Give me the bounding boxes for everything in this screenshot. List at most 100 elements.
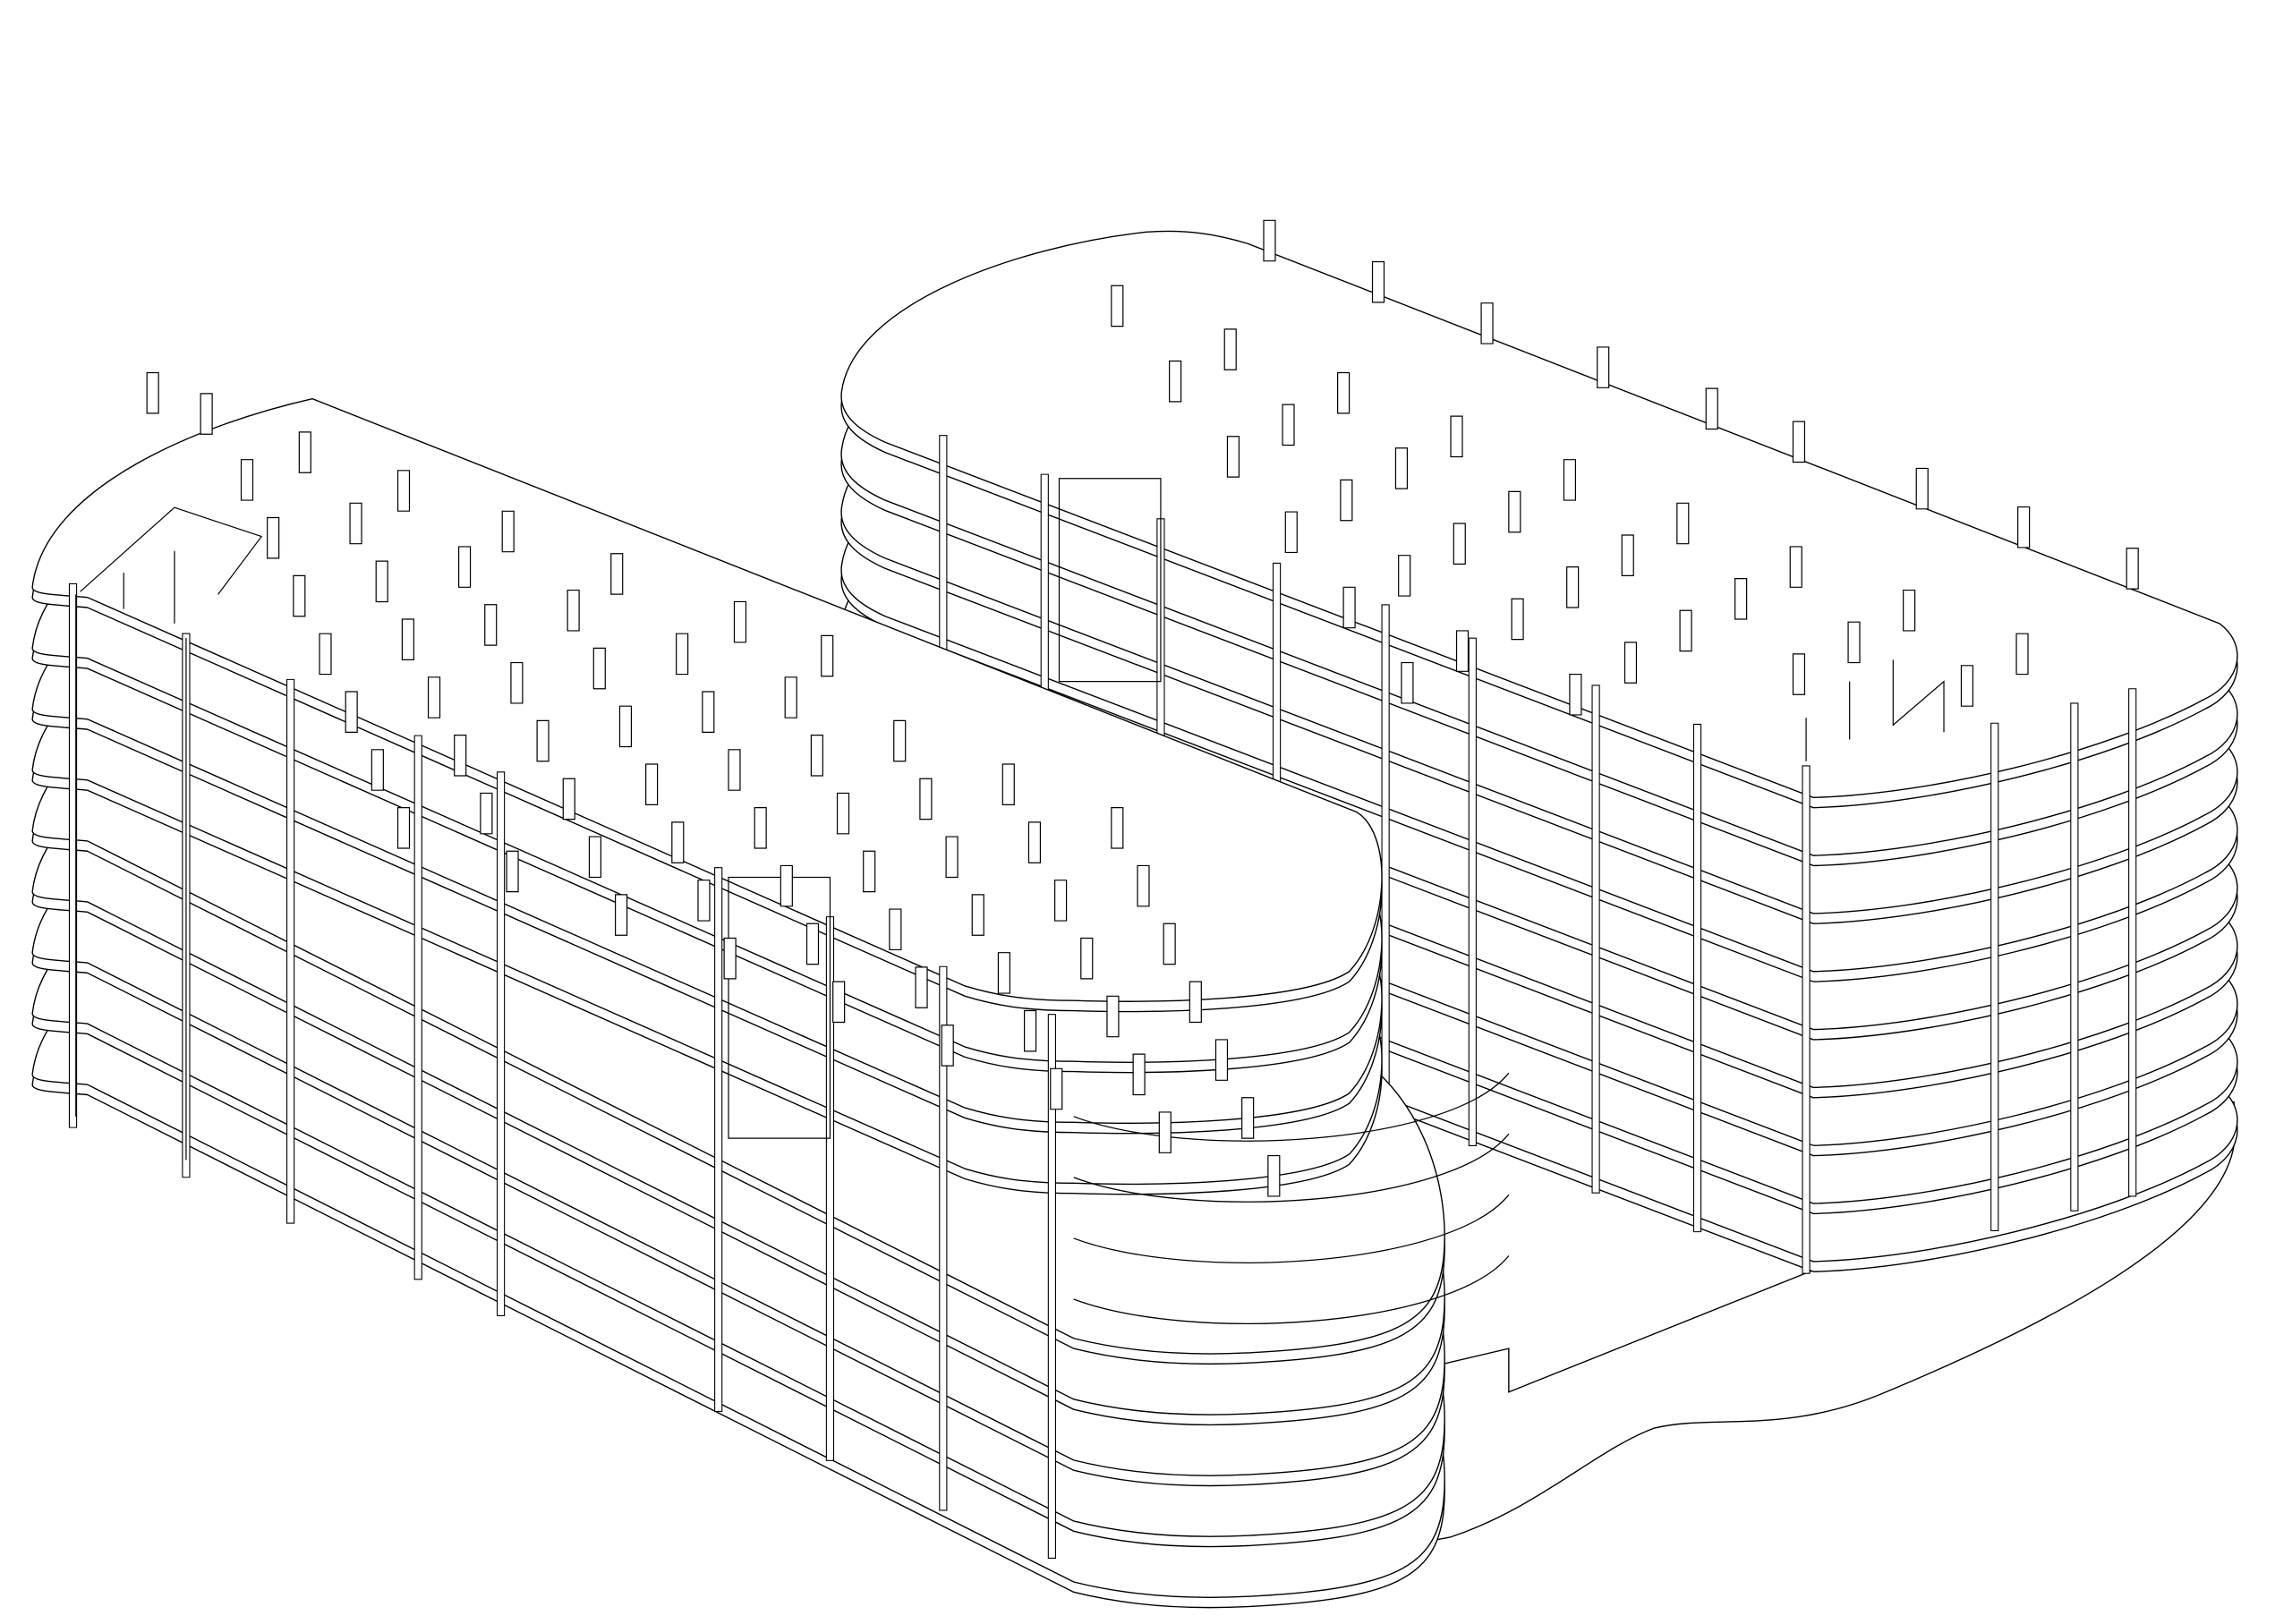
column-shaft xyxy=(414,735,422,1280)
column xyxy=(1693,724,1700,1231)
roof-column-stub xyxy=(942,1025,953,1066)
column-shaft xyxy=(1048,1015,1055,1559)
roof-column-stub xyxy=(1961,666,1973,706)
roof-column-stub xyxy=(646,764,658,804)
roof-column-stub xyxy=(1264,220,1275,260)
roof-column-stub xyxy=(1509,491,1521,531)
roof-column-stub xyxy=(1055,880,1067,921)
column-shaft xyxy=(498,772,505,1316)
lower-slab-edge xyxy=(1074,1195,1509,1263)
roof-column-stub xyxy=(1598,347,1609,387)
column-shaft xyxy=(287,679,294,1223)
roof-column-stub xyxy=(864,851,875,891)
column xyxy=(69,583,76,1127)
roof-column-stub xyxy=(398,471,410,511)
roof-column-stub xyxy=(1112,808,1123,848)
roof-column-stub xyxy=(724,938,736,978)
roof-column-stub xyxy=(398,808,410,848)
roof-column-stub xyxy=(507,851,518,891)
roof-column-stub xyxy=(1453,523,1465,564)
roof-column-stub xyxy=(1138,865,1149,906)
roof-column-stub xyxy=(459,547,471,587)
roof-column-stub xyxy=(734,601,746,642)
left-stair-core xyxy=(729,877,830,1138)
column-shaft xyxy=(69,583,76,1127)
roof-column-stub xyxy=(1680,610,1691,650)
roof-column-stub xyxy=(1163,923,1175,964)
roof-column-stub xyxy=(376,561,388,601)
roof-column-stub xyxy=(1341,480,1352,520)
roof-column-stub xyxy=(1242,1098,1254,1138)
roof-column-stub xyxy=(1028,822,1040,863)
column xyxy=(414,735,422,1280)
roof-column-stub xyxy=(200,394,212,434)
roof-column-stub xyxy=(972,895,984,935)
roof-column-stub xyxy=(268,518,279,558)
column xyxy=(940,966,947,1510)
stair-core xyxy=(1059,479,1160,682)
column-shaft xyxy=(1469,638,1476,1145)
roof-column-stub xyxy=(1051,1068,1062,1109)
column-shaft xyxy=(1382,605,1389,1112)
roof-column-stub xyxy=(350,503,362,543)
roof-column-stub xyxy=(563,778,575,819)
roof-column-stub xyxy=(1081,938,1093,978)
roof-column-stub xyxy=(511,663,523,703)
roof-column-stub xyxy=(1451,416,1462,456)
right-floor-slab-9 xyxy=(841,231,2237,807)
column xyxy=(1048,1015,1055,1559)
roof-column-stub xyxy=(1395,448,1407,489)
column-shaft xyxy=(1592,685,1599,1193)
roof-column-stub xyxy=(894,720,906,761)
slab-top xyxy=(841,231,2237,797)
roof-column-stub xyxy=(616,895,627,935)
left-core xyxy=(81,507,262,624)
roof-column-stub xyxy=(611,554,623,594)
roof-column-stub xyxy=(1159,1112,1171,1152)
roof-column-stub xyxy=(455,735,466,776)
roof-column-stub xyxy=(147,372,158,412)
column xyxy=(1382,605,1389,1112)
roof-column-stub xyxy=(1343,587,1355,627)
column xyxy=(1991,723,1998,1230)
roof-column-stub xyxy=(502,511,514,551)
roof-column-stub xyxy=(371,750,383,790)
column-shaft xyxy=(940,966,947,1510)
roof-column-stub xyxy=(1224,329,1236,370)
roof-column-stub xyxy=(481,793,492,833)
roof-column-stub xyxy=(320,633,331,674)
roof-column-stub xyxy=(1916,468,1928,508)
roof-column-stub xyxy=(2126,548,2138,589)
column-shaft xyxy=(715,868,722,1412)
roof-column-stub xyxy=(677,633,688,674)
roof-column-stub xyxy=(1227,437,1239,477)
roof-column-stub xyxy=(1373,262,1385,302)
roof-column-stub xyxy=(838,793,849,833)
roof-column-stub xyxy=(345,692,357,732)
corner-wall xyxy=(76,594,186,1160)
roof-column-stub xyxy=(1793,654,1804,694)
roof-column-stub xyxy=(1790,547,1802,587)
roof-column-stub xyxy=(1848,622,1860,662)
roof-column-stub xyxy=(1793,421,1804,462)
roof-column-stub xyxy=(780,865,792,906)
column xyxy=(2129,689,2136,1196)
lower-slab-edge xyxy=(1074,1134,1509,1202)
roof-column-stub xyxy=(1338,372,1350,412)
roof-column-stub xyxy=(1706,388,1717,429)
column xyxy=(1592,685,1599,1193)
roof-column-stub xyxy=(1285,512,1297,552)
roof-column-stub xyxy=(1512,599,1523,639)
roof-column-stub xyxy=(1025,1011,1036,1051)
roof-column-stub xyxy=(402,619,413,659)
column-shaft xyxy=(2071,703,2078,1211)
roof-column-stub xyxy=(833,982,845,1022)
roof-column-stub xyxy=(1268,1156,1280,1196)
column-shaft xyxy=(1693,724,1700,1231)
roof-column-stub xyxy=(1282,404,1294,445)
roof-column-stub xyxy=(1677,503,1689,543)
roof-column-stub xyxy=(299,432,311,472)
elevator-core xyxy=(1806,659,1944,761)
roof-column-stub xyxy=(1567,567,1579,608)
roof-column-stub xyxy=(1216,1040,1228,1080)
